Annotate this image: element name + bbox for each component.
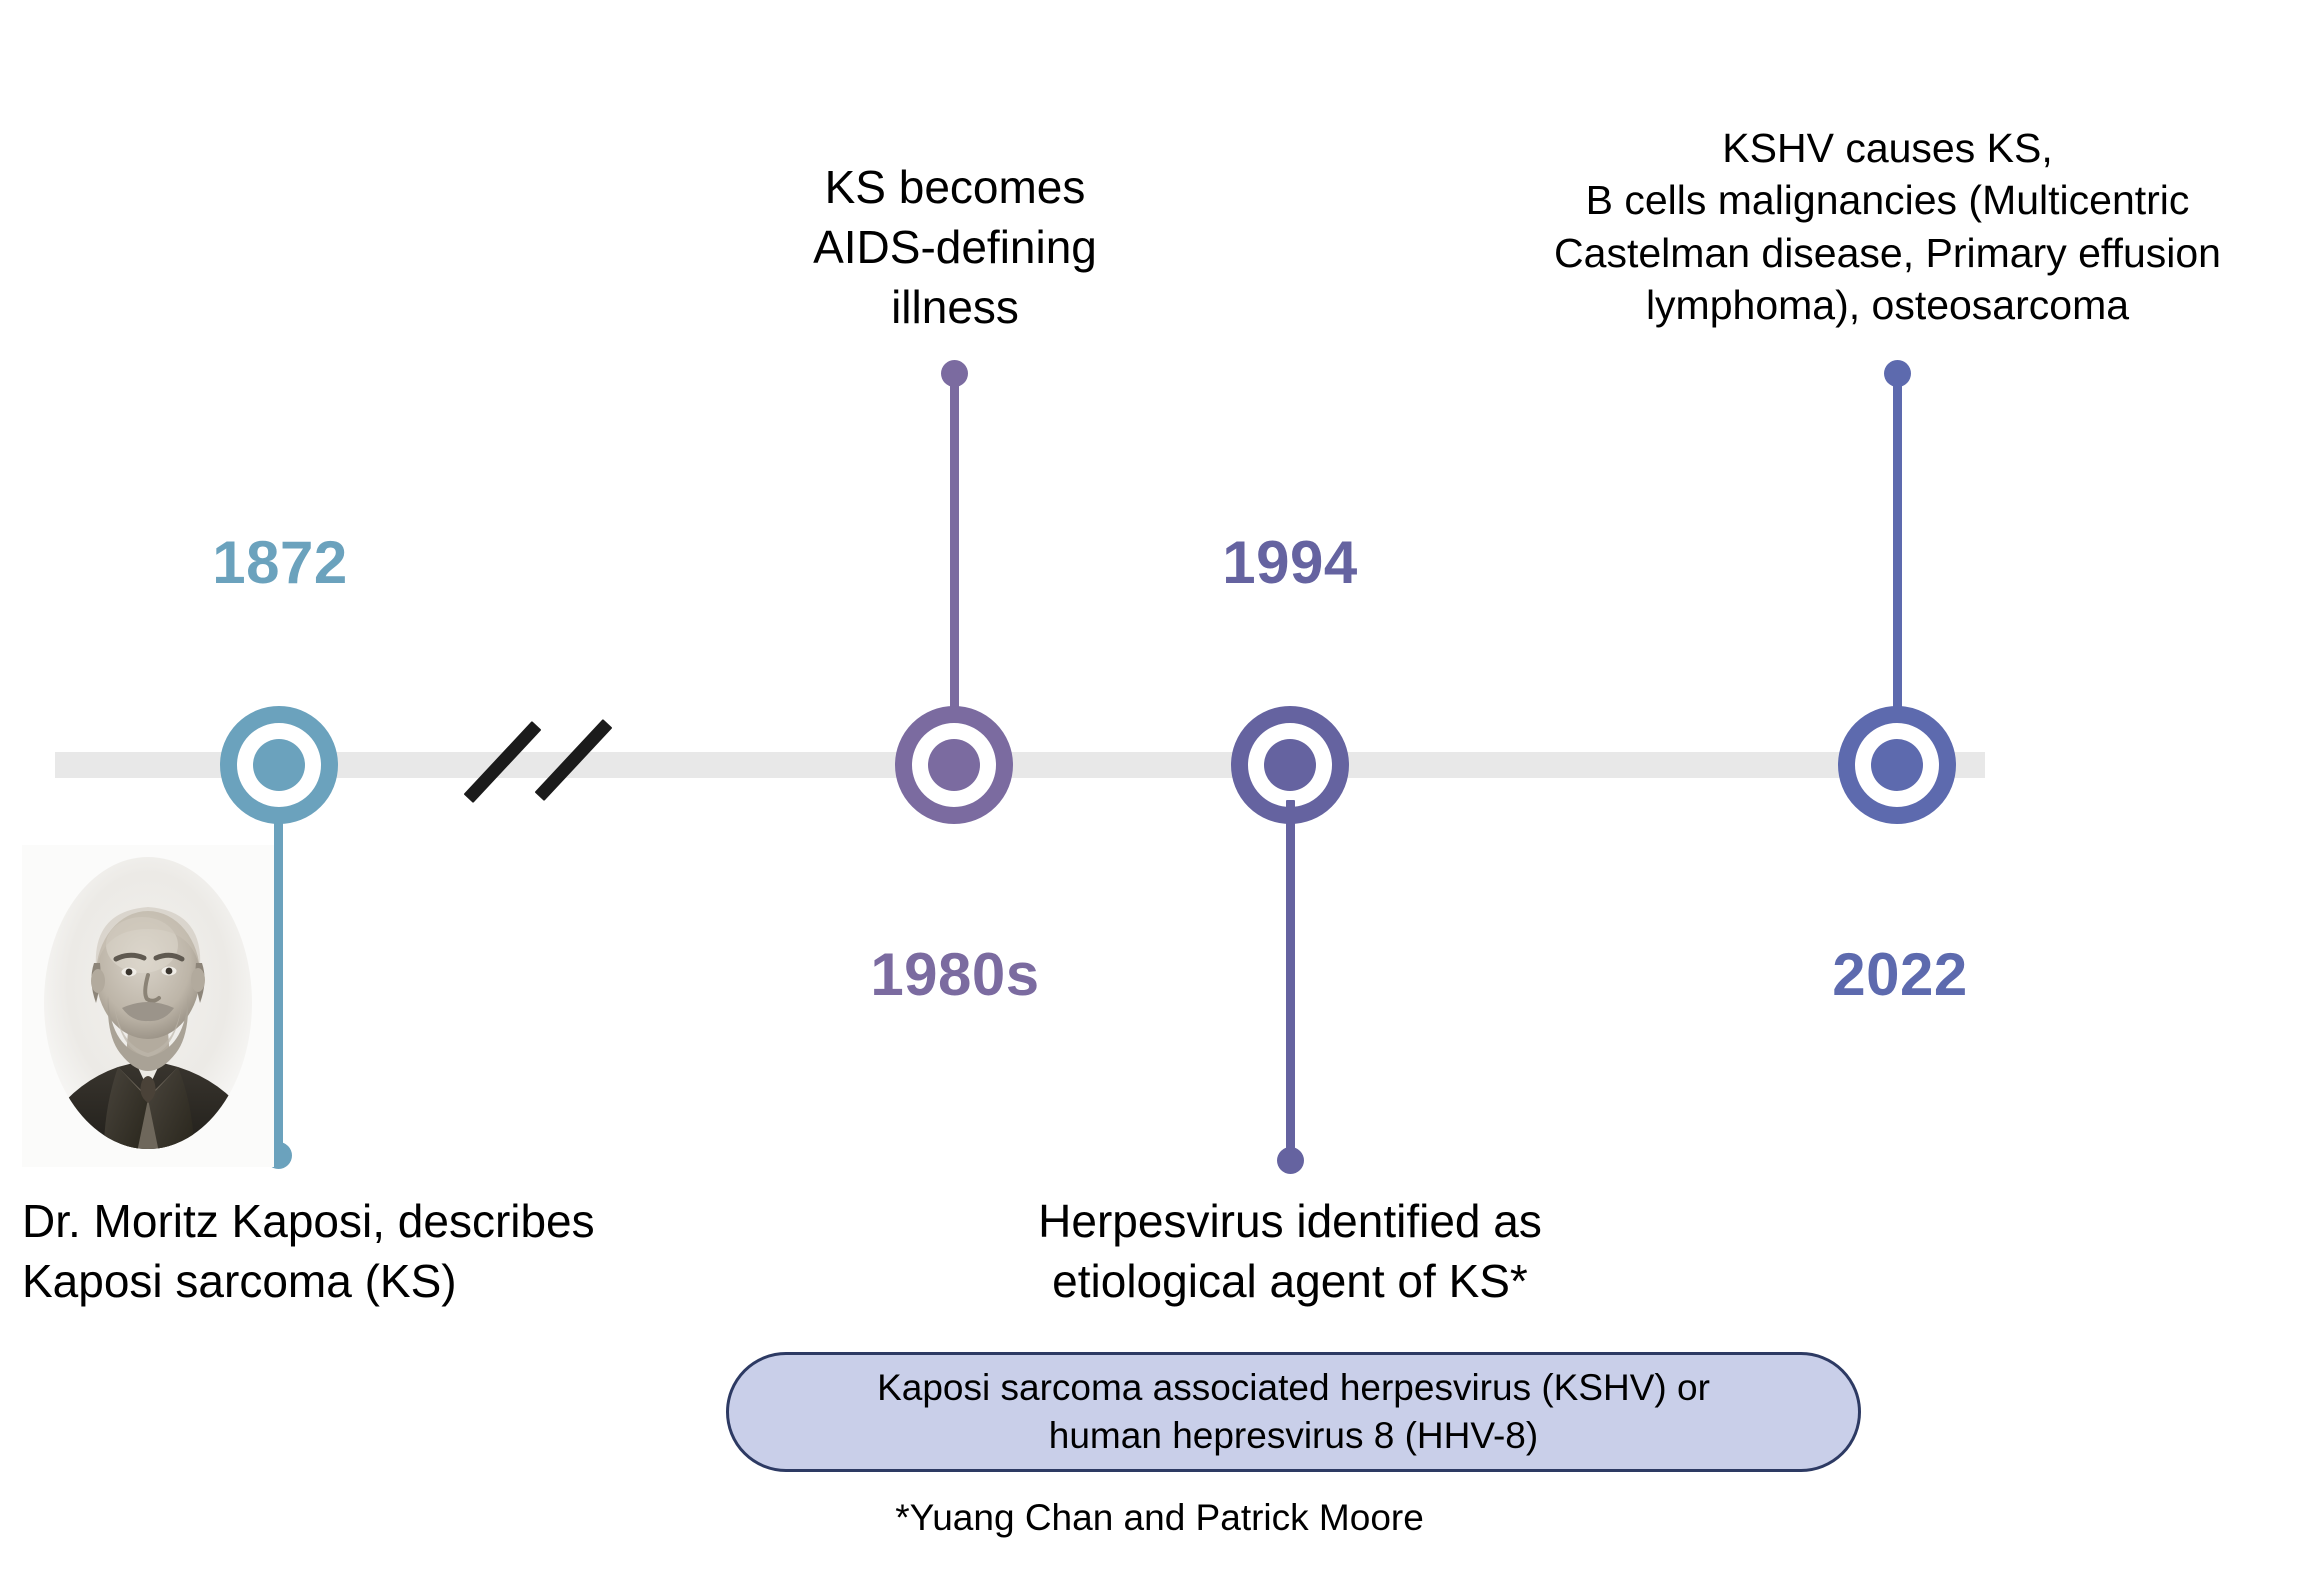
callout-text: Kaposi sarcoma associated herpesvirus (K…: [877, 1366, 1710, 1456]
marker-core-2022: [1871, 739, 1923, 791]
year-label-1980s: 1980s: [870, 941, 1040, 1008]
connector-stem-1994: [1286, 800, 1295, 1160]
year-label-1872: 1872: [212, 529, 348, 596]
callout-kshv-definition: Kaposi sarcoma associated herpesvirus (K…: [726, 1352, 1861, 1472]
year-label-1994: 1994: [1222, 529, 1358, 596]
timeline-marker-1872[interactable]: [220, 706, 338, 824]
connector-dot-1994: [1277, 1147, 1304, 1174]
footnote-authors: *Yuang Chan and Patrick Moore: [895, 1497, 1424, 1538]
timeline-marker-2022[interactable]: [1838, 706, 1956, 824]
event-description-1980s: KS becomes AIDS-defining illness: [813, 161, 1097, 333]
event-description-2022: KSHV causes KS, B cells malignancies (Mu…: [1554, 125, 2221, 329]
timeline-marker-1980s[interactable]: [895, 706, 1013, 824]
marker-core-1872: [253, 739, 305, 791]
event-description-1994: Herpesvirus identified as etiological ag…: [1038, 1195, 1542, 1307]
connector-stem-1980s: [950, 372, 959, 712]
timeline-axis: [55, 752, 1985, 778]
year-label-2022: 2022: [1832, 941, 1968, 1008]
event-description-1872: Dr. Moritz Kaposi, describes Kaposi sarc…: [22, 1195, 595, 1307]
connector-stem-1872: [274, 800, 283, 1155]
connector-stem-2022: [1893, 372, 1902, 712]
portrait-moritz-kaposi: [22, 845, 274, 1167]
marker-core-1994: [1264, 739, 1316, 791]
marker-core-1980s: [928, 739, 980, 791]
